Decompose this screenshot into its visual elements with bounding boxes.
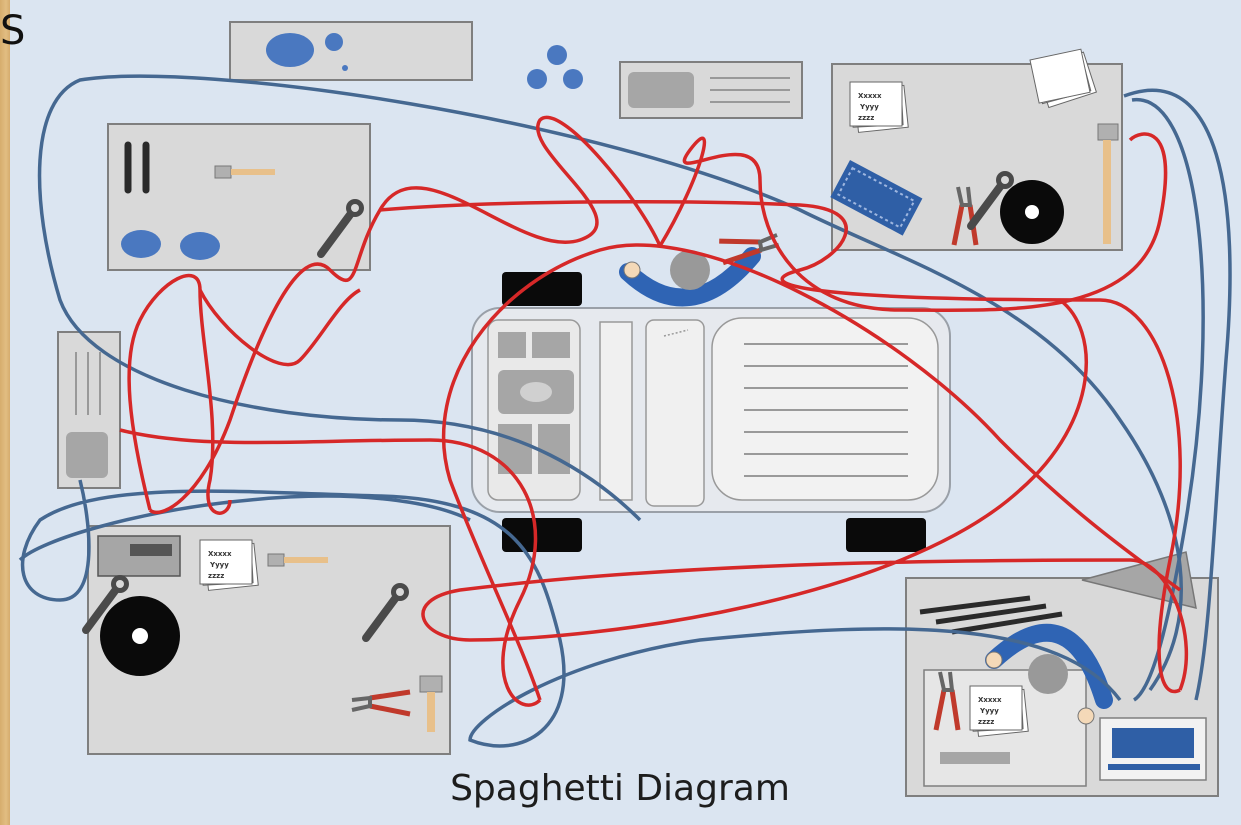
card-line-1: Xxxxx (858, 92, 882, 100)
red-path (119, 115, 1189, 707)
station-left-rack (57, 331, 121, 489)
operator-icon (619, 231, 780, 307)
station-top-right (830, 47, 1123, 251)
station-top-middle (619, 61, 803, 119)
diagram-caption: Spaghetti Diagram (450, 768, 790, 809)
card-line-1: Xxxxx (208, 550, 232, 558)
card-line-2: Yyyy (979, 707, 999, 715)
card-line-2: Yyyy (209, 561, 229, 569)
card-labels: Xxxxx Yyyy zzzz Xxxxx Yyyy zzzz Xxxxx Yy… (208, 92, 1002, 726)
station-top-small (229, 21, 473, 81)
card-stack-icon (199, 539, 259, 591)
station-bottom-left (86, 525, 451, 755)
card-stack-icon (849, 81, 909, 133)
card-stack-icon (969, 685, 1029, 737)
parts-dots (527, 45, 583, 89)
card-line-2: Yyyy (859, 103, 879, 111)
card-line-3: zzzz (858, 114, 874, 122)
station-bottom-right (905, 577, 1219, 797)
monitor-icon (1099, 717, 1207, 781)
title-fragment: S (0, 8, 26, 54)
disc-icon (1000, 180, 1064, 244)
hammer-icon (1097, 123, 1119, 244)
card-line-3: zzzz (978, 718, 994, 726)
station-top-left (107, 123, 371, 271)
card-line-3: zzzz (208, 572, 224, 580)
keyboard-icon (830, 160, 923, 236)
card-line-1: Xxxxx (978, 696, 1002, 704)
wrench-icon (124, 141, 150, 194)
blue-path (18, 74, 1232, 748)
disc-icon (100, 596, 180, 676)
central-workstation (471, 272, 951, 552)
hammer-icon (419, 675, 443, 732)
